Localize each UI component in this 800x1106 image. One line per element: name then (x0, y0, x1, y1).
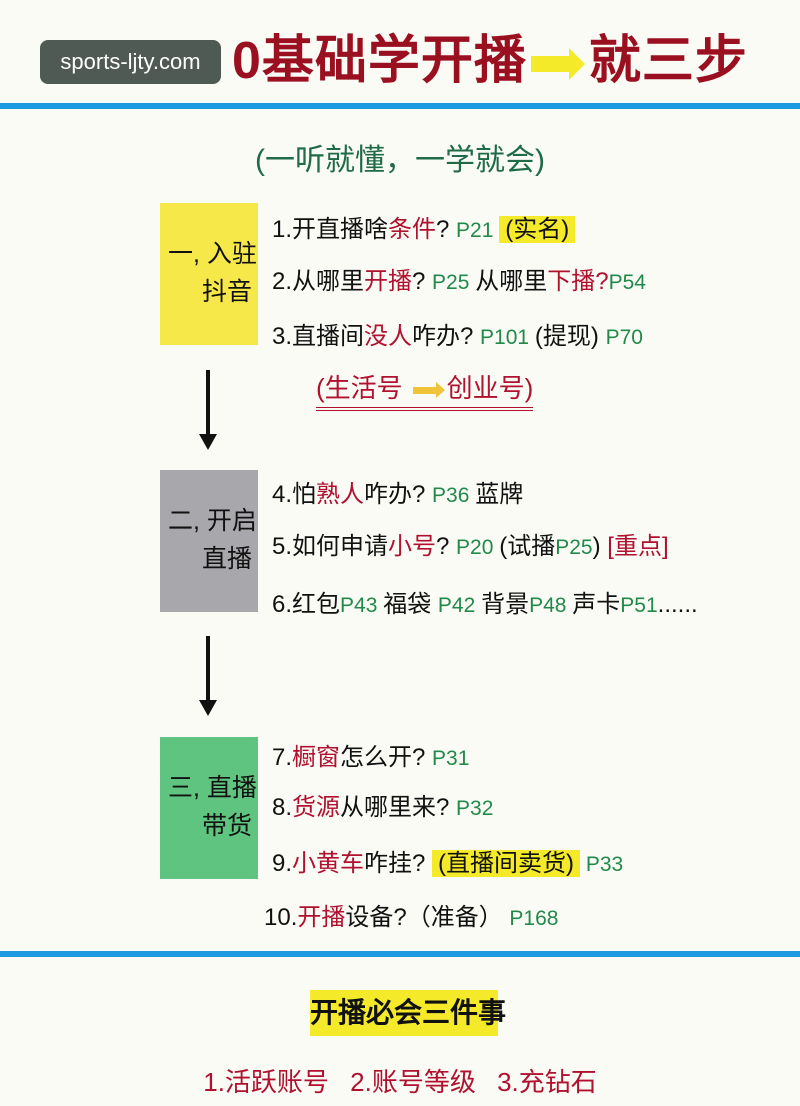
page-ref: P70 (605, 326, 643, 349)
arrow-right-icon (530, 48, 585, 81)
text: 2.从哪里 (272, 268, 365, 295)
divider (0, 103, 800, 109)
text: ? (436, 216, 457, 243)
text: 9. (272, 850, 293, 877)
page-ref: P21 (456, 219, 500, 242)
page-ref: P20 (456, 536, 500, 559)
title-right: 就三步 (588, 32, 748, 90)
highlight-tag: (直播间卖货) (432, 850, 581, 877)
question-item: 1.开直播啥条件? P21 (实名) (272, 213, 576, 247)
text: (试播 (499, 533, 556, 560)
step-label: 直播 (202, 545, 253, 573)
text: 6.红包 (272, 591, 341, 618)
keyword: 下播? (547, 268, 609, 295)
text: 从哪里 (475, 268, 548, 295)
step-label: 抖音 (202, 278, 253, 306)
watermark: sports-ljty.com (40, 40, 221, 84)
page-ref: P48 (529, 594, 573, 617)
page-ref: P54 (608, 271, 646, 294)
question-item: 10.开播设备?（准备） P168 (264, 901, 558, 935)
step-box: 二, 开启直播 (160, 470, 258, 612)
page-ref: P32 (456, 797, 494, 820)
bottom-heading: 开播必会三件事 (310, 990, 506, 1036)
page-ref: P51 (620, 594, 658, 617)
account-type-note: (生活号 创业号) (316, 368, 534, 411)
page-ref: P25 (555, 536, 593, 559)
keyword: 开播 (297, 904, 346, 931)
text: 福袋 (383, 591, 438, 618)
text: 4.怕 (272, 481, 317, 508)
text: 声卡 (572, 591, 621, 618)
keyword: 熟人 (316, 481, 365, 508)
arrow-down-icon (199, 636, 217, 716)
question-item: 2.从哪里开播? P25 从哪里下播?P54 (272, 265, 646, 299)
text: 7. (272, 744, 293, 771)
page-ref: P25 (432, 271, 476, 294)
text: 怎么开? (340, 744, 433, 771)
highlight-tag: (实名) (499, 216, 576, 243)
text: 设备?（准备） (345, 904, 510, 931)
keyword: 条件 (388, 216, 437, 243)
text: 背景 (481, 591, 530, 618)
step-label: 一, 入驻 (168, 240, 257, 268)
text: ) (592, 533, 608, 560)
text: ...... (657, 591, 698, 618)
keyword: 没人 (364, 323, 413, 350)
question-item: 3.直播间没人咋办? P101 (提现) P70 (272, 320, 643, 354)
question-item: 4.怕熟人咋办? P36 蓝牌 (272, 478, 523, 512)
keyword: 小号 (388, 533, 437, 560)
keyword: 货源 (292, 794, 341, 821)
arrow-down-icon (199, 370, 217, 450)
text: ? (436, 533, 457, 560)
text: (提现) (534, 323, 606, 350)
text: ? (412, 268, 433, 295)
keyword: [重点] (607, 533, 669, 560)
page-ref: P43 (340, 594, 384, 617)
text: 从哪里来? (340, 794, 457, 821)
subtitle: (一听就懂，一学就会) (255, 144, 545, 177)
note-from: (生活号 (316, 373, 403, 403)
step-box: 一, 入驻抖音 (160, 203, 258, 345)
note-to: 创业号) (446, 373, 534, 403)
step-label: 带货 (202, 812, 253, 840)
page-ref: P101 (480, 326, 535, 349)
question-item: 8.货源从哪里来? P32 (272, 791, 493, 825)
step-label: 三, 直播 (168, 774, 257, 802)
page-ref: P33 (580, 853, 624, 876)
step-label: 二, 开启 (168, 507, 257, 535)
page-ref: P42 (437, 594, 482, 617)
page-ref: P36 (432, 484, 476, 507)
keyword: 小黄车 (292, 850, 365, 877)
keyword: 橱窗 (292, 744, 341, 771)
question-item: 9.小黄车咋挂? (直播间卖货) P33 (272, 847, 623, 881)
text: 蓝牌 (475, 481, 524, 508)
page-title: 0基础学开播 就三步 (232, 18, 748, 93)
arrow-right-icon (412, 381, 445, 398)
question-item: 7.橱窗怎么开? P31 (272, 741, 469, 775)
text: 咋挂? (364, 850, 433, 877)
text: 1.开直播啥 (272, 216, 389, 243)
text: 10. (264, 904, 298, 931)
text: 咋办? (364, 481, 433, 508)
keyword: 开播 (364, 268, 413, 295)
text: 咋办? (412, 323, 481, 350)
divider (0, 951, 800, 957)
text: 8. (272, 794, 293, 821)
step-box: 三, 直播带货 (160, 737, 258, 879)
text: 5.如何申请 (272, 533, 389, 560)
question-item: 5.如何申请小号? P20 (试播P25) [重点] (272, 530, 669, 564)
question-item: 6.红包P43 福袋 P42 背景P48 声卡P51...... (272, 588, 698, 622)
title-left: 0基础学开播 (232, 32, 527, 90)
text: 3.直播间 (272, 323, 365, 350)
page-ref: P31 (432, 747, 470, 770)
bottom-items: 1.活跃账号 2.账号等级 3.充钻石 (203, 1067, 597, 1097)
page-ref: P168 (509, 907, 559, 930)
